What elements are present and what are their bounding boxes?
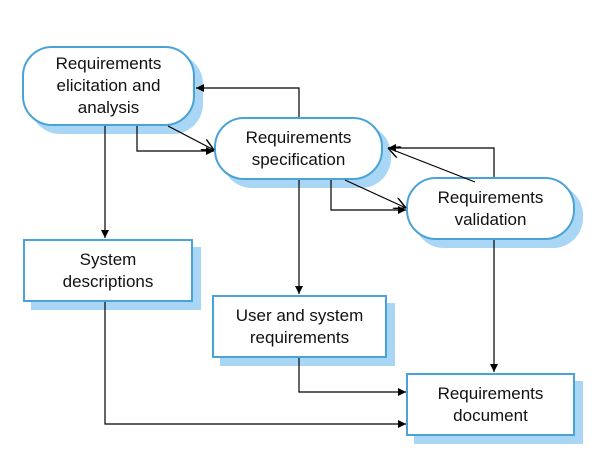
- validation-line-1: Requirements: [437, 187, 544, 207]
- elicitation-line-1: Requirements: [55, 54, 162, 73]
- process-requirements-specification: Requirements specification: [214, 117, 383, 180]
- requirements-document-line-2: document: [453, 405, 528, 425]
- specification-line-2: specification: [251, 149, 346, 169]
- system-descriptions-line-1: System: [79, 249, 137, 269]
- specification-line-1: Requirements: [245, 127, 352, 147]
- arrow-validation-to-specification-elbow: [388, 144, 495, 177]
- document-user-system-requirements: User and system requirements: [212, 295, 387, 358]
- system-descriptions-line-2: descriptions: [62, 271, 154, 291]
- elicitation-line-2: elicitation and: [56, 76, 161, 95]
- elicitation-line-3: analysis: [77, 98, 140, 117]
- process-requirements-elicitation: Requirements elicitation and analysis: [22, 46, 195, 126]
- document-system-descriptions: System descriptions: [23, 239, 193, 302]
- document-requirements-document: Requirements document: [406, 373, 575, 436]
- user-system-requirements-line-2: requirements: [249, 327, 350, 347]
- process-requirements-validation: Requirements validation: [406, 177, 575, 240]
- user-system-requirements-line-1: User and system: [235, 305, 364, 325]
- validation-line-2: validation: [454, 209, 527, 229]
- arrow-specification-to-elicitation: [196, 84, 300, 117]
- requirements-document-line-1: Requirements: [437, 383, 544, 403]
